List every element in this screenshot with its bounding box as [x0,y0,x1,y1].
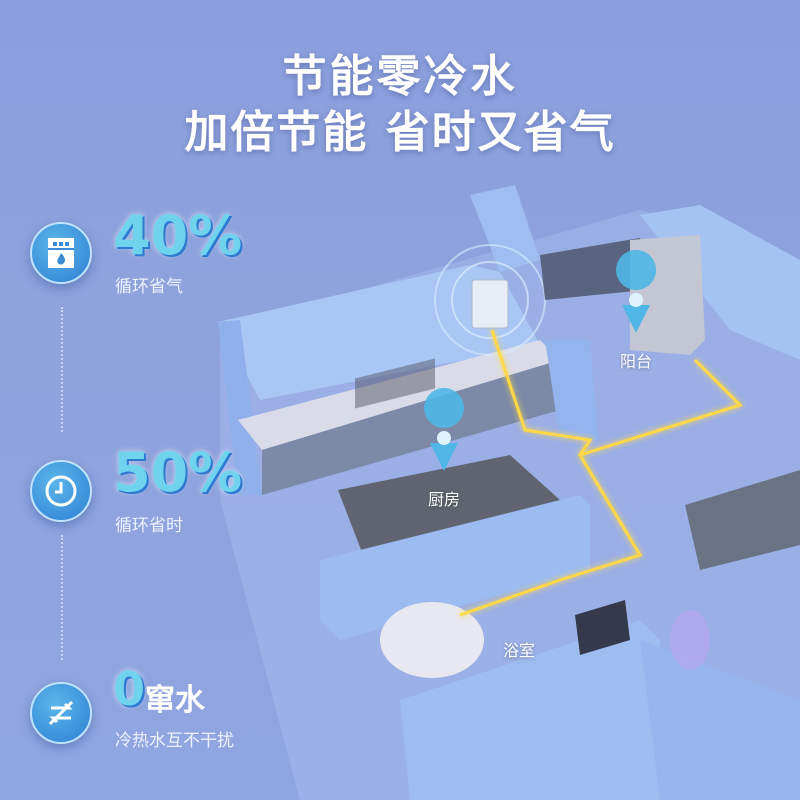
crossflow-value: 0 [113,662,146,716]
gas-saving-label: 循环省气 [115,277,183,297]
divider [61,535,63,660]
gas-saving-value: 40% [113,204,243,267]
room-label-bathroom: 浴室 [503,641,536,660]
room-label-kitchen: 厨房 [428,490,461,509]
room-label-balcony: 阳台 [620,352,653,371]
crossflow-label: 冷热水互不干扰 [115,731,234,751]
divider [61,307,63,432]
location-pin-icon [424,250,657,471]
page-title: 节能零冷水 [282,51,518,102]
time-saving-value: 50% [113,441,243,504]
no-crossflow-icon [30,682,92,744]
clock-icon [30,460,92,522]
crossflow-suffix: 窜水 [145,683,205,718]
gas-stove-icon [30,222,92,284]
page-subtitle: 加倍节能 省时又省气 [184,107,616,158]
time-saving-label: 循环省时 [115,516,183,536]
